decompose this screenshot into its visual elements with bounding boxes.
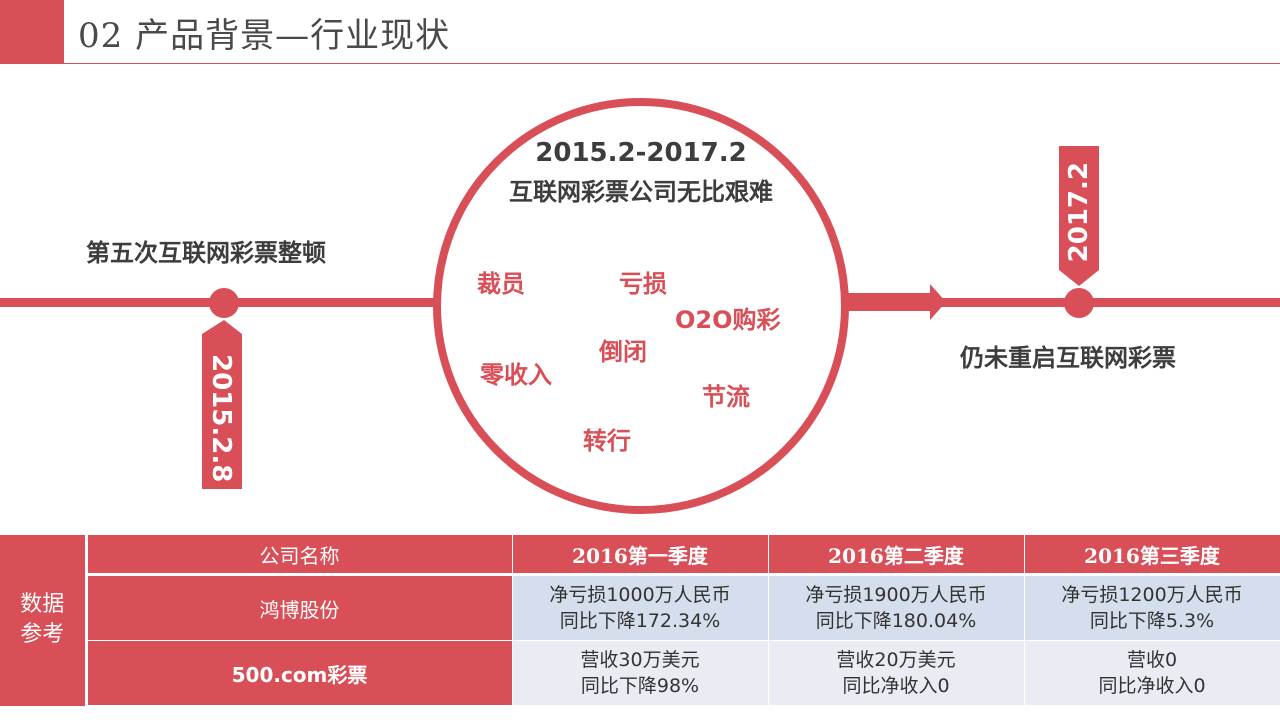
header-accent-block [0,0,64,64]
col-header-q1: 2016第一季度 [511,534,769,575]
cell-line: 营收30万美元 [580,649,700,671]
cell-line: 同比净收入0 [1098,675,1206,697]
financial-data-table: 数据 参考 公司名称 2016第一季度 2016第二季度 2016第三季度 鸿博… [0,534,1280,706]
table-cell: 净亏损1000万人民币 同比下降172.34% [511,573,769,641]
timeline-dot-right [1064,288,1094,318]
table-cell: 营收30万美元 同比下降98% [511,640,769,706]
left-date-label: 2015.2.8 [206,354,236,483]
cell-line: 净亏损1200万人民币 [1061,584,1243,606]
page-title: 02 产品背景—行业现状 [78,16,451,56]
table-row: 500.com彩票 营收30万美元 同比下降98% 营收20万美元 同比净收入0… [0,640,1280,706]
col-header-q2: 2016第二季度 [767,534,1025,575]
circle-period-label: 2015.2-2017.2 [535,138,747,168]
keyword-layoffs: 裁员 [477,270,525,298]
circle-title-label: 互联网彩票公司无比艰难 [509,178,773,206]
keyword-cost-cutting: 节流 [702,383,750,411]
side-label-line: 数据 [20,592,65,617]
cell-line: 营收0 [1126,649,1178,671]
timeline-dot-left [209,288,239,318]
table-cell: 净亏损1900万人民币 同比下降180.04% [767,573,1025,641]
cell-line: 同比下降172.34% [559,610,721,632]
cell-line: 净亏损1900万人民币 [805,584,987,606]
cell-line: 同比下降98% [580,675,700,697]
keyword-pivot: 转行 [583,427,631,455]
table-row: 鸿博股份 净亏损1000万人民币 同比下降172.34% 净亏损1900万人民币… [0,573,1280,641]
date-flag-right [1059,146,1099,286]
table-cell: 净亏损1200万人民币 同比下降5.3% [1023,573,1280,641]
row-name-hongbo: 鸿博股份 [85,573,513,641]
col-header-company: 公司名称 [85,534,513,575]
left-event-label: 第五次互联网彩票整顿 [86,239,326,267]
cell-line: 同比下降5.3% [1089,610,1215,632]
cell-line: 营收20万美元 [836,649,956,671]
table-cell: 营收0 同比净收入0 [1023,640,1280,706]
keyword-o2o: O2O购彩 [675,306,781,334]
timeline-line-right [846,298,1280,307]
keyword-losses: 亏损 [619,270,667,298]
side-label-line: 参考 [20,622,65,647]
header-divider [64,63,1280,64]
row-name-500com: 500.com彩票 [85,640,513,706]
keyword-closure: 倒闭 [599,338,647,366]
cell-line: 同比下降180.04% [815,610,977,632]
table-cell: 营收20万美元 同比净收入0 [767,640,1025,706]
col-header-q3: 2016第三季度 [1023,534,1280,575]
date-flag-left [202,320,242,489]
period-circle [433,98,849,514]
table-side-label: 数据 参考 [0,534,88,706]
right-event-label: 仍未重启互联网彩票 [960,344,1176,372]
timeline-graphic [0,98,1280,514]
cell-line: 同比净收入0 [842,675,950,697]
timeline-arrow [846,284,946,320]
right-date-label: 2017.2 [1064,162,1094,263]
cell-line: 净亏损1000万人民币 [549,584,731,606]
keyword-zero-revenue: 零收入 [480,361,552,389]
table-header-row: 数据 参考 公司名称 2016第一季度 2016第二季度 2016第三季度 [0,534,1280,706]
